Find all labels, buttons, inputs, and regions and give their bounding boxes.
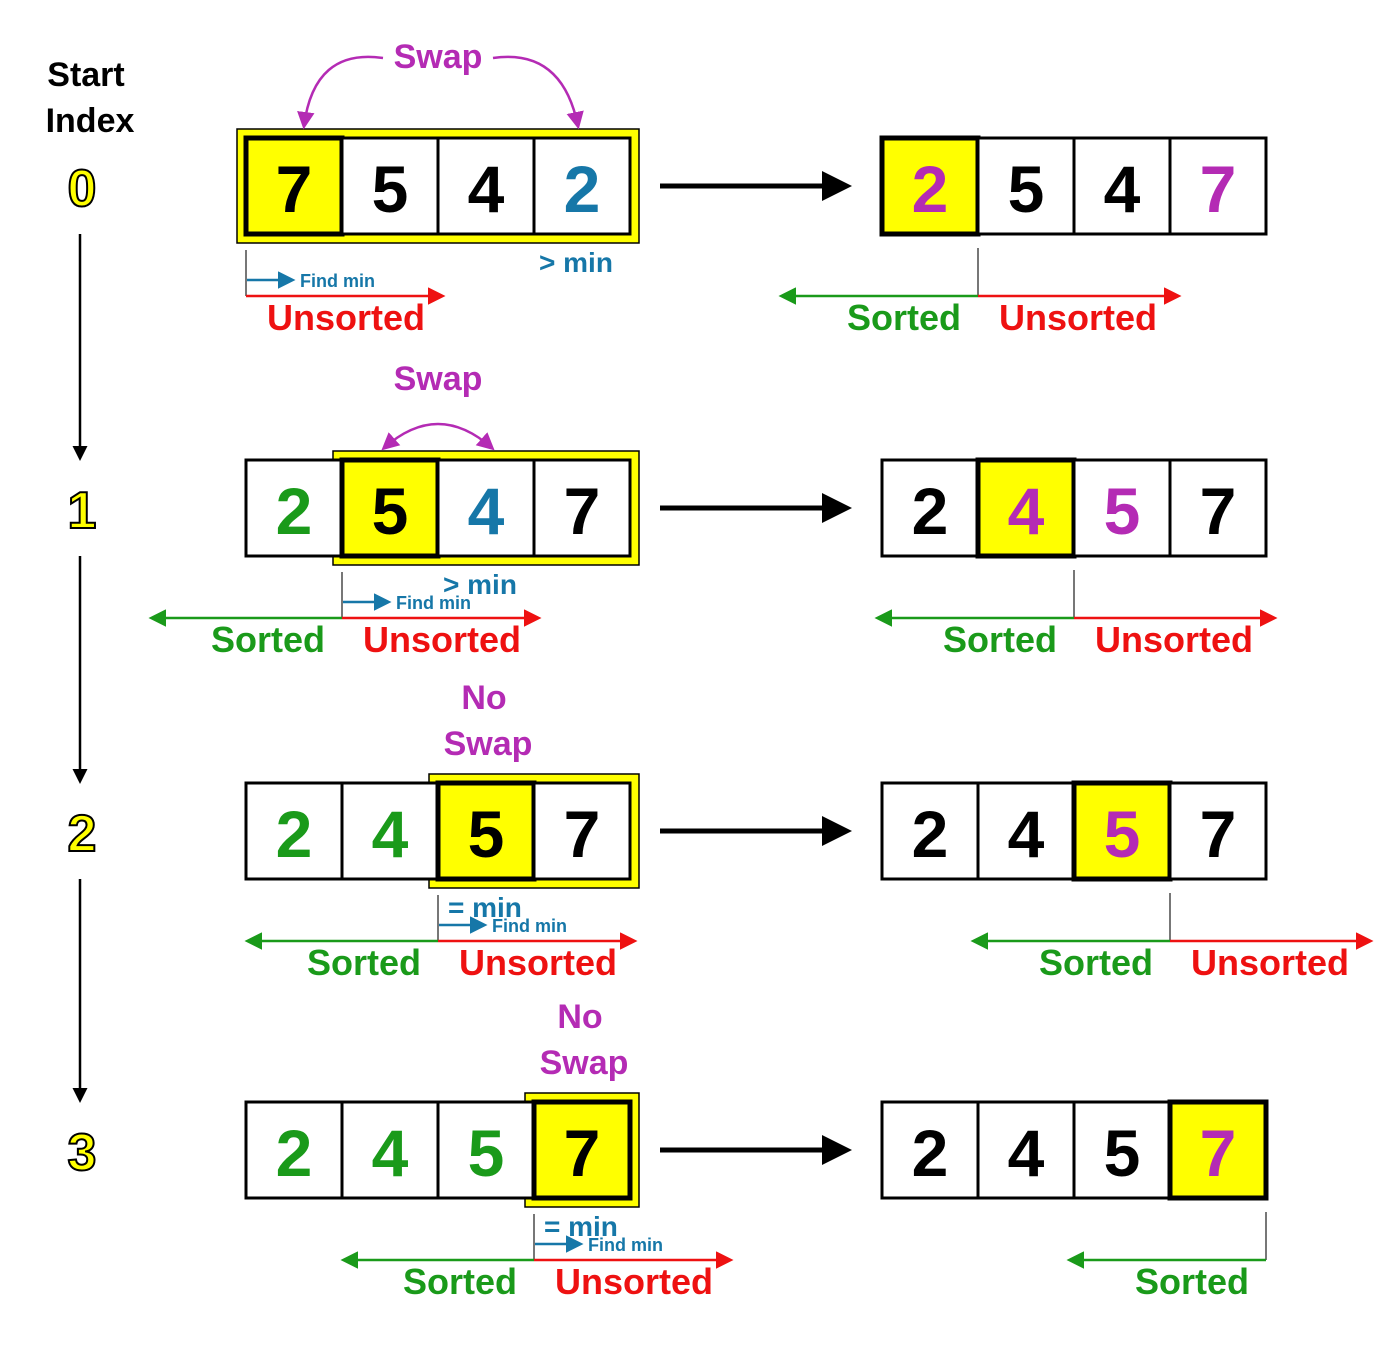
sorted-label: Sorted	[403, 1261, 517, 1302]
step-index: 3	[68, 1124, 97, 1182]
array-value: 7	[276, 152, 313, 226]
result-cell	[880, 458, 980, 558]
find-min-label: Find min	[588, 1235, 663, 1255]
result-value: 5	[1104, 797, 1141, 871]
array-cell	[435, 780, 537, 882]
result-value: 2	[912, 152, 949, 226]
no-swap-label-line-1: No	[557, 998, 602, 1036]
result-cell	[1168, 458, 1268, 558]
result-value: 7	[1200, 797, 1237, 871]
find-min-label: Find min	[300, 271, 375, 291]
result-value: 5	[1008, 152, 1045, 226]
array-value: 2	[276, 1116, 313, 1190]
array-cell	[244, 1100, 344, 1200]
array-value: 5	[372, 474, 409, 548]
array-cell	[340, 781, 440, 881]
swap-label: Swap	[394, 360, 483, 398]
result-sorted-label: Sorted	[847, 297, 961, 338]
sorted-label: Sorted	[307, 942, 421, 983]
result-value: 7	[1200, 152, 1237, 226]
array-value: 4	[468, 152, 505, 226]
result-cell	[1168, 781, 1268, 881]
array-value: 4	[372, 797, 409, 871]
result-value: 4	[1008, 474, 1045, 548]
result-sorted-label: Sorted	[943, 619, 1057, 660]
array-value: 2	[564, 152, 601, 226]
array-value: 7	[564, 474, 601, 548]
array-value: 5	[372, 152, 409, 226]
min-marker-label: > min	[539, 247, 613, 278]
result-value: 4	[1008, 797, 1045, 871]
unsorted-label: Unsorted	[555, 1261, 713, 1302]
array-cell	[436, 458, 536, 558]
min-marker-label: > min	[443, 569, 517, 600]
unsorted-label: Unsorted	[459, 942, 617, 983]
array-value: 2	[276, 797, 313, 871]
result-value: 2	[912, 474, 949, 548]
result-value: 7	[1200, 1116, 1237, 1190]
result-cell	[976, 136, 1076, 236]
unsorted-label: Unsorted	[363, 619, 521, 660]
array-value: 5	[468, 1116, 505, 1190]
result-sorted-label: Sorted	[1135, 1261, 1249, 1302]
array-cell	[340, 1100, 440, 1200]
array-value: 5	[468, 797, 505, 871]
unsorted-label: Unsorted	[267, 297, 425, 338]
array-value: 7	[564, 1116, 601, 1190]
find-min-label: Find min	[396, 593, 471, 613]
array-cell	[532, 781, 632, 881]
array-value: 4	[372, 1116, 409, 1190]
array-value: 7	[564, 797, 601, 871]
step-index: 2	[68, 805, 97, 863]
result-unsorted-label: Unsorted	[999, 297, 1157, 338]
array-cell	[244, 458, 344, 558]
result-value: 4	[1008, 1116, 1045, 1190]
find-min-label: Find min	[492, 916, 567, 936]
result-value: 2	[912, 797, 949, 871]
swap-arrow-left	[297, 55, 384, 130]
array-cell	[531, 1099, 633, 1201]
result-value: 5	[1104, 1116, 1141, 1190]
header-line-1: Start	[47, 56, 124, 94]
no-swap-label-line-2: Swap	[444, 725, 533, 763]
swap-label: Swap	[394, 38, 483, 76]
result-unsorted-label: Unsorted	[1095, 619, 1253, 660]
result-unsorted-label: Unsorted	[1191, 942, 1349, 983]
result-value: 5	[1104, 474, 1141, 548]
swap-arrow-right	[492, 55, 584, 130]
result-sorted-label: Sorted	[1039, 942, 1153, 983]
array-value: 2	[276, 474, 313, 548]
result-cell	[975, 457, 1077, 559]
result-cell	[880, 781, 980, 881]
swap-arc-arrow	[381, 422, 495, 451]
no-swap-label-line-2: Swap	[540, 1044, 629, 1082]
array-cell	[340, 136, 440, 236]
result-value: 4	[1104, 152, 1141, 226]
array-cell	[436, 1100, 536, 1200]
no-swap-label-line-1: No	[461, 679, 506, 717]
array-value: 4	[468, 474, 505, 548]
array-cell	[532, 136, 632, 236]
sorted-label: Sorted	[211, 619, 325, 660]
array-cell	[244, 781, 344, 881]
header-line-2: Index	[46, 102, 135, 140]
result-value: 7	[1200, 474, 1237, 548]
step-index: 0	[68, 160, 97, 218]
result-value: 2	[912, 1116, 949, 1190]
result-cell	[976, 781, 1076, 881]
array-cell	[532, 458, 632, 558]
result-cell	[1168, 136, 1268, 236]
step-index: 1	[68, 482, 97, 540]
result-cell	[1167, 1099, 1269, 1201]
